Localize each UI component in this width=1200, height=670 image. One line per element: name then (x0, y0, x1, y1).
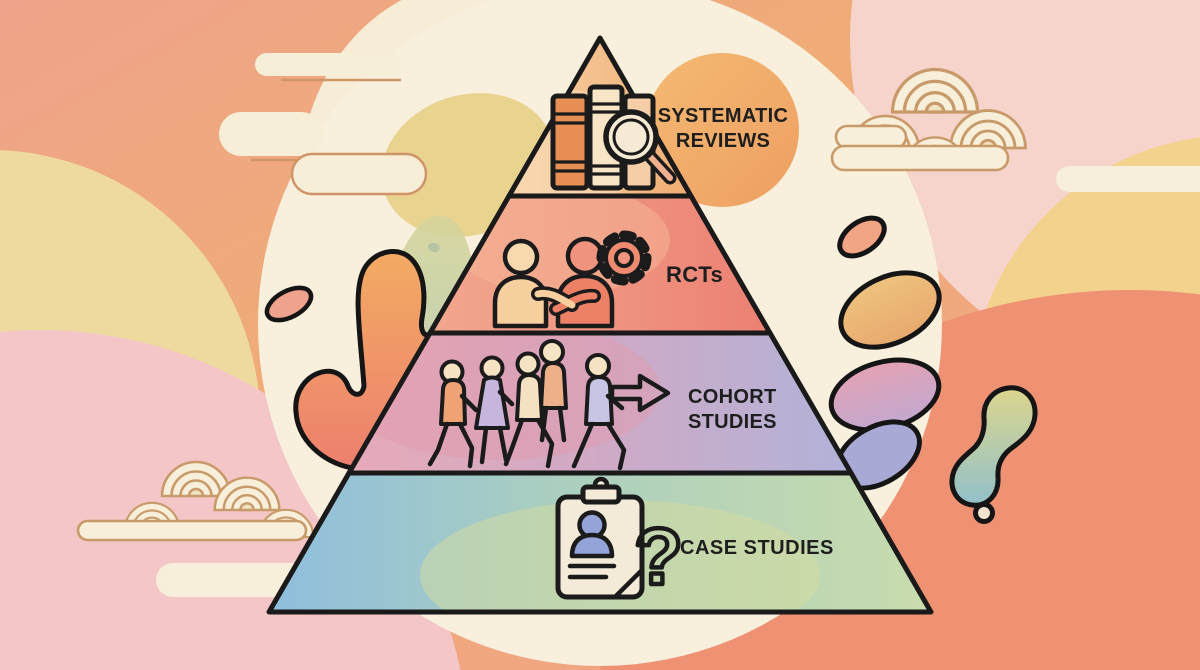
evidence-pyramid: ? (266, 35, 934, 615)
bean-blob-right (949, 385, 1038, 524)
label-line: RCTs (666, 262, 724, 287)
label-line: CASE STUDIES (680, 537, 834, 559)
label-cohort-studies: COHORT STUDIES (688, 385, 777, 435)
label-systematic-reviews: SYSTEMATIC REVIEWS (648, 104, 798, 154)
wave-cloud-ornament-bottom-left (76, 460, 315, 542)
handshake-gear-icon (492, 230, 652, 329)
clipboard-question-icon: ? (555, 476, 685, 603)
wave-cloud-ornament-top-right (830, 67, 1027, 172)
books-magnifier-icon (550, 84, 677, 191)
sun-circle-behind-title (645, 53, 799, 207)
label-line: COHORT (688, 386, 777, 408)
label-line: REVIEWS (675, 130, 771, 152)
walking-crowd-arrow-icon (427, 339, 671, 471)
question-mark-icon: ? (634, 512, 683, 601)
label-rcts: RCTs (666, 262, 723, 288)
donut-dot (973, 502, 995, 524)
label-case-studies: CASE STUDIES (680, 537, 834, 560)
cloud-bar-right (1056, 166, 1200, 192)
arrow-right-icon (609, 373, 671, 413)
plant-blob-right (828, 215, 942, 491)
label-line: SYSTEMATIC (657, 105, 789, 127)
cloud-bars-top-left (219, 53, 428, 196)
label-line: STUDIES (688, 411, 777, 433)
